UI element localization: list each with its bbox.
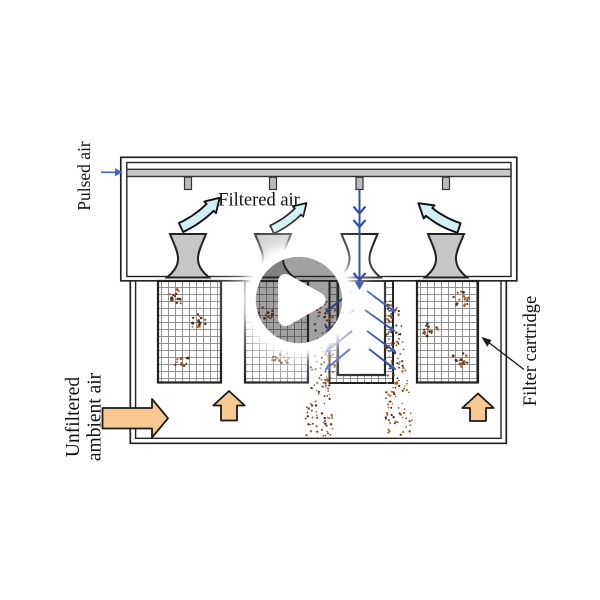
- svg-text:Pulsed air: Pulsed air: [74, 141, 94, 211]
- svg-text:Filtered air: Filtered air: [218, 191, 300, 211]
- svg-text:Unfiltered: Unfiltered: [63, 377, 84, 457]
- svg-text:ambient air: ambient air: [85, 372, 106, 461]
- svg-text:Filter cartridge: Filter cartridge: [521, 296, 541, 406]
